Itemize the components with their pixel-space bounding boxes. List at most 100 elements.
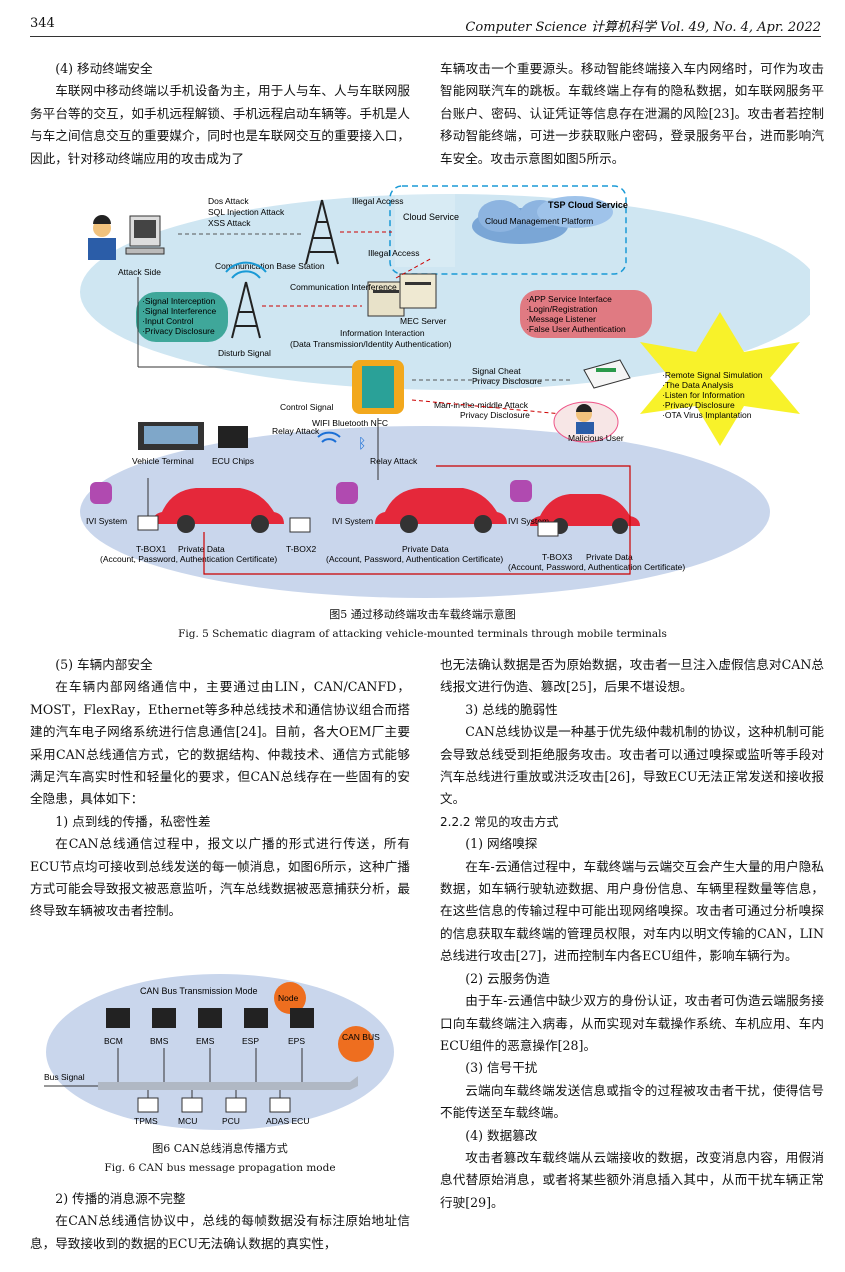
right-column-top: 车辆攻击一个重要源头。移动智能终端接入车内网络时，可作为攻击智能网联汽车的跳板。… — [440, 58, 824, 170]
ivi-label: IVI System — [508, 516, 549, 526]
svg-text:·Input Control: ·Input Control — [142, 316, 194, 326]
private-data-sub: (Account, Password, Authentication Certi… — [326, 554, 503, 564]
paragraph: 车联网中移动终端以手机设备为主，用于人与车、人与车联网服务平台等的交互，如手机远… — [30, 83, 410, 166]
ecu-node-label: MCU — [178, 1116, 197, 1126]
control-signal-label: Control Signal — [280, 402, 334, 412]
paragraph: 在CAN总线通信过程中，报文以广播的形式进行传送，所有ECU节点均可接收到总线发… — [30, 836, 410, 919]
ecu-node-icon — [181, 1097, 203, 1113]
yellow-star-box — [640, 312, 800, 446]
figure-6: CAN Bus Transmission Mode Node CAN BUS B… — [44, 974, 394, 1130]
subsection-heading: 3) 总线的脆弱性 — [465, 701, 558, 717]
attacker-icon — [88, 215, 165, 260]
can-bus-label: CAN BUS — [342, 1032, 380, 1042]
svg-text:·The Data Analysis: ·The Data Analysis — [662, 380, 733, 390]
figure-5: Cloud Service Cloud Management Platform … — [80, 185, 810, 598]
server-icon — [367, 273, 437, 317]
wifi-bt-label: WIFI Bluetooth NFC — [312, 418, 388, 428]
ecu-node-icon — [137, 1097, 159, 1113]
green-list: ·Signal Interception ·Signal Interferenc… — [142, 296, 216, 336]
paragraph: 由于车-云通信中缺少双方的身份认证，攻击者可伪造云端服务接口向车载终端注入病毒，… — [440, 993, 824, 1053]
ecu-node-icon — [198, 1008, 222, 1028]
relay-attack-1: Relay Attack — [272, 426, 320, 436]
illegal-access-1: Illegal Access — [352, 196, 404, 206]
attack-heading: (1) 网络嗅探 — [465, 836, 538, 852]
ecu-node-label: PCU — [222, 1116, 240, 1126]
tbox-icon — [537, 521, 559, 537]
left-column-top: (4) 移动终端安全 车联网中移动终端以手机设备为主，用于人与车、人与车联网服务… — [30, 58, 410, 170]
figure-5-caption-cn: 图5 通过移动终端攻击车载终端示意图 — [329, 608, 516, 621]
tower-icon — [305, 199, 339, 265]
comm-interference-label: Communication Interference — [290, 282, 397, 292]
ecu-node-label: ESP — [242, 1036, 259, 1046]
can-bus-badge — [338, 1026, 374, 1062]
ecu-node-icon — [225, 1097, 247, 1113]
page-header: 344 Computer Science 计算机科学 Vol. 49, No. … — [30, 14, 821, 37]
ivi-label: IVI System — [86, 516, 127, 526]
cloud-service-label: Cloud Service — [403, 212, 459, 222]
ivi-label: IVI System — [332, 516, 373, 526]
ecu-node-icon — [269, 1097, 291, 1113]
svg-text:·OTA Virus Implantation: ·OTA Virus Implantation — [662, 410, 752, 420]
private-data-sub: (Account, Password, Authentication Certi… — [508, 562, 685, 572]
bus-title: CAN Bus Transmission Mode — [140, 986, 258, 996]
paragraph: 云端向车载终端发送信息或指令的过程被攻击者干扰，使得信号不能传送至车载终端。 — [440, 1082, 824, 1121]
node-badge — [274, 982, 306, 1014]
sql-label: SQL Injection Attack — [208, 207, 285, 217]
tbox-icon — [137, 515, 159, 531]
ecu-chips-label: ECU Chips — [212, 456, 254, 466]
section-heading: (4) 移动终端安全 — [55, 61, 153, 76]
xss-label: XSS Attack — [208, 218, 251, 228]
ecu-chip-icon — [218, 426, 248, 448]
tsp-label: TSP Cloud Service — [548, 200, 628, 210]
tbox-icon — [289, 517, 311, 533]
private-data-label: Private Data — [586, 552, 633, 562]
ivi-icon — [510, 480, 532, 502]
signal-cheat-label: Signal Cheat — [472, 366, 521, 376]
tbox2-label: T-BOX2 — [286, 544, 317, 554]
red-attack-path — [203, 465, 631, 575]
car-icon — [375, 488, 507, 533]
ecu-node-label: BCM — [104, 1036, 123, 1046]
paragraph: 车辆攻击一个重要源头。移动智能终端接入车内网络时，可作为攻击智能网联汽车的跳板。… — [440, 61, 824, 166]
attack-side-label: Attack Side — [118, 267, 161, 277]
figure-6-caption-cn: 图6 CAN总线消息传播方式 — [152, 1142, 288, 1155]
right-column-bottom: 也无法确认数据是否为原始数据，攻击者一旦注入虚假信息对CAN总线报文进行伪造、篡… — [440, 654, 824, 1214]
paragraph: 在车辆内部网络通信中，主要通过由LIN，CAN/CANFD，MOST，FlexR… — [30, 679, 410, 807]
bus-signal-label: Bus Signal — [44, 1072, 85, 1082]
ecu-node-icon — [290, 1008, 314, 1028]
subsection-heading: 1) 点到线的传播，私密性差 — [55, 813, 211, 829]
illegal-access-2: Illegal Access — [368, 248, 420, 258]
svg-text:·Login/Registration: ·Login/Registration — [526, 304, 598, 314]
relay-attack-2: Relay Attack — [370, 456, 418, 466]
ecu-node-label: EPS — [288, 1036, 305, 1046]
private-data-sub: (Account, Password, Authentication Certi… — [100, 554, 277, 564]
yellow-list: ·Remote Signal Simulation ·The Data Anal… — [662, 370, 763, 420]
privacy-disclosure-1: Privacy Disclosure — [472, 376, 542, 386]
green-attack-box — [136, 292, 228, 342]
car-icon — [530, 494, 640, 534]
paragraph: 也无法确认数据是否为原始数据，攻击者一旦注入虚假信息对CAN总线报文进行伪造、篡… — [440, 657, 824, 695]
cloud-box — [389, 185, 627, 275]
svg-text:·Signal Interference: ·Signal Interference — [142, 306, 216, 316]
attack-heading: (2) 云服务伪造 — [465, 970, 550, 986]
ivi-icon — [90, 482, 112, 504]
privacy-disclosure-2: Privacy Disclosure — [460, 410, 530, 420]
attack-heading: (4) 数据篡改 — [465, 1127, 538, 1143]
vehicle-terminal-icon — [138, 422, 204, 450]
ecu-node-icon — [106, 1008, 130, 1028]
malicious-user-label: Malicious User — [568, 433, 624, 443]
disturb-signal-label: Disturb Signal — [218, 348, 271, 358]
svg-text:·False User Authentication: ·False User Authentication — [526, 324, 626, 334]
paragraph: CAN总线协议是一种基于优先级仲裁机制的协议，这种机制可能会导致总线受到拒绝服务… — [440, 724, 824, 807]
left-column-end: 2) 传播的消息源不完整 在CAN总线通信协议中，总线的每帧数据没有标注原始地址… — [30, 1188, 410, 1255]
info-interaction-sub: (Data Transmission/Identity Authenticati… — [290, 339, 452, 349]
paragraph: 在车-云通信过程中，车载终端与云端交互会产生大量的用户隐私数据，如车辆行驶轨迹数… — [440, 858, 824, 964]
figure-6-caption-en: Fig. 6 CAN bus message propagation mode — [104, 1162, 336, 1174]
svg-text:·Message Listener: ·Message Listener — [526, 314, 596, 324]
ecu-node-icon — [244, 1008, 268, 1028]
disturb-tower-icon — [225, 261, 267, 339]
device-icon — [583, 359, 631, 389]
svg-text:·Listen for Information: ·Listen for Information — [662, 390, 745, 400]
attack-heading: (3) 信号干扰 — [465, 1060, 538, 1076]
